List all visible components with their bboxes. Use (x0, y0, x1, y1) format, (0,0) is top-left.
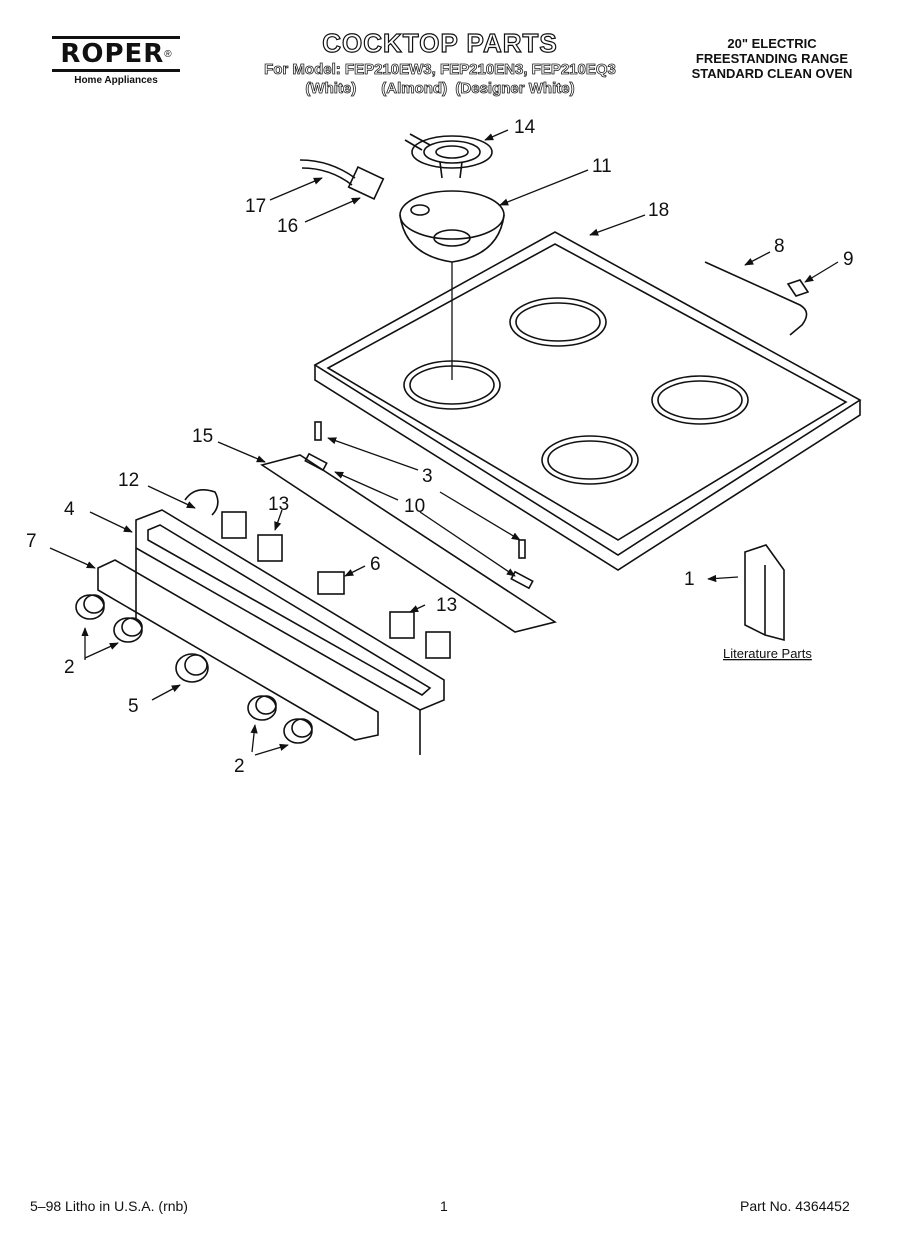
registered-mark: ® (164, 48, 172, 60)
product-description: 20" ELECTRIC FREESTANDING RANGE STANDARD… (662, 36, 882, 81)
infinite-switch-2 (257, 534, 283, 562)
infinite-switch-1 (221, 511, 247, 539)
callout-3: 3 (422, 466, 433, 487)
callout-14: 14 (514, 117, 536, 138)
callout-11: 11 (592, 156, 612, 177)
literature-parts (744, 544, 785, 642)
callout-7: 7 (26, 531, 37, 552)
page-title: COCKTOP PARTS (322, 27, 558, 58)
product-line-1: 20" ELECTRIC (727, 36, 817, 51)
cooktop (313, 231, 862, 571)
trim-strip (260, 454, 557, 633)
control-panel (135, 509, 445, 755)
brand-name: ROPER (60, 39, 165, 69)
callout-6: 6 (370, 554, 381, 575)
rod-clip (786, 279, 810, 297)
pin-upper (314, 421, 322, 441)
indicator-light (184, 489, 219, 516)
callout-5: 5 (128, 696, 139, 717)
control-knobs (75, 594, 313, 744)
callout-2-right: 2 (234, 756, 245, 777)
footer-litho: 5–98 Litho in U.S.A. (rnb) (30, 1198, 188, 1214)
product-line-3: STANDARD CLEAN OVEN (691, 66, 853, 81)
callout-1: 1 (684, 569, 695, 590)
callout-17: 17 (245, 196, 266, 217)
brand-tagline: Home Appliances (74, 75, 158, 86)
pin-lower (518, 539, 526, 559)
footer-page-number: 1 (440, 1198, 448, 1214)
selector-switch (317, 571, 345, 595)
callout-13-lower: 13 (436, 595, 457, 616)
infinite-switch-3 (389, 611, 415, 639)
colors-line: (White) (Almond) (Designer White) (305, 80, 575, 98)
callout-8: 8 (774, 236, 785, 257)
infinite-switch-4 (425, 631, 451, 659)
control-overlay (97, 559, 379, 741)
callout-16: 16 (277, 216, 298, 237)
brand-block: ROPER® Home Appliances (52, 36, 180, 86)
callout-4: 4 (64, 499, 75, 520)
callout-2-left: 2 (64, 657, 75, 678)
product-line-2: FREESTANDING RANGE (695, 51, 849, 66)
callout-13-upper: 13 (268, 494, 289, 515)
support-rod (704, 261, 808, 336)
models-line: For Model: FEP210EW3, FEP210EN3, FEP210E… (264, 61, 617, 79)
terminal-block (299, 159, 385, 200)
callout-15: 15 (192, 426, 213, 447)
callout-9: 9 (843, 249, 854, 270)
clip-lower (510, 570, 534, 590)
footer-part-number: Part No. 4364452 (740, 1198, 850, 1214)
surface-element (404, 133, 493, 179)
literature-parts-label: Literature Parts (723, 646, 812, 661)
clip-upper (304, 452, 328, 472)
drip-bowl (399, 190, 505, 263)
model-block: For Model: FEP210EW3, FEP210EN3, FEP210E… (230, 60, 650, 98)
callout-12: 12 (118, 470, 139, 491)
callout-10: 10 (404, 496, 425, 517)
roper-logo: ROPER® (52, 36, 180, 72)
callout-18: 18 (648, 200, 669, 221)
